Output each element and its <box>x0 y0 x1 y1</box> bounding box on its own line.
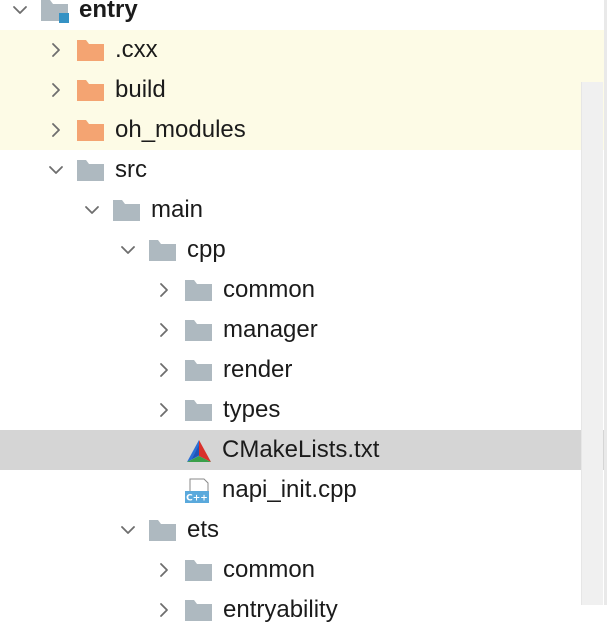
tree-row-label: common <box>223 556 316 583</box>
tree-row-label: src <box>115 156 147 183</box>
chevron-down-icon[interactable] <box>120 242 136 258</box>
tree-row-oh-modules[interactable]: oh_modules <box>0 110 607 150</box>
tree-row-label: entry <box>79 0 138 23</box>
folder-icon <box>148 239 178 263</box>
tree-row-src[interactable]: src <box>0 150 607 190</box>
tree-row-entry[interactable]: entry <box>0 0 607 30</box>
chevron-down-icon[interactable] <box>12 2 28 18</box>
chevron-right-icon[interactable] <box>156 562 172 578</box>
folder-icon <box>184 599 214 623</box>
chevron-right-icon[interactable] <box>48 42 64 58</box>
vertical-scrollbar[interactable] <box>581 82 603 605</box>
tree-row-label: .cxx <box>115 36 158 63</box>
tree-row-label: render <box>223 356 293 383</box>
excluded-folder-icon <box>76 79 106 103</box>
chevron-right-icon[interactable] <box>48 122 64 138</box>
tree-row-ets[interactable]: ets <box>0 510 607 550</box>
svg-text:C++: C++ <box>186 494 208 504</box>
tree-row-render[interactable]: render <box>0 350 607 390</box>
folder-icon <box>184 359 214 383</box>
folder-icon <box>184 399 214 423</box>
chevron-right-icon[interactable] <box>48 82 64 98</box>
tree-row-label: types <box>223 396 281 423</box>
tree-row-label: common <box>223 276 316 303</box>
chevron-right-icon[interactable] <box>156 282 172 298</box>
chevron-down-icon[interactable] <box>84 202 100 218</box>
excluded-folder-icon <box>76 119 106 143</box>
tree-row-label: ets <box>187 516 220 543</box>
tree-row-common[interactable]: common <box>0 270 607 310</box>
folder-icon <box>112 199 142 223</box>
tree-row-label: build <box>115 76 166 103</box>
folder-icon <box>184 279 214 303</box>
folder-icon <box>76 159 106 183</box>
tree-row-manager[interactable]: manager <box>0 310 607 350</box>
chevron-down-icon[interactable] <box>48 162 64 178</box>
tree-row-label: CMakeLists.txt <box>222 436 380 463</box>
tree-row-cpp[interactable]: cpp <box>0 230 607 270</box>
tree-row-label: entryability <box>223 596 338 623</box>
folder-icon <box>184 559 214 583</box>
tree-row-common[interactable]: common <box>0 550 607 590</box>
chevron-right-icon[interactable] <box>156 322 172 338</box>
tree-row-cmakelists-txt[interactable]: CMakeLists.txt <box>0 430 607 470</box>
panel-right-border <box>604 0 607 605</box>
cmake-icon <box>184 439 214 463</box>
tree-row-entryability[interactable]: entryability <box>0 590 607 630</box>
tree-row-main[interactable]: main <box>0 190 607 230</box>
tree-row-label: cpp <box>187 236 226 263</box>
chevron-right-icon[interactable] <box>156 402 172 418</box>
tree-row-label: napi_init.cpp <box>222 476 357 503</box>
tree-row-label: oh_modules <box>115 116 246 143</box>
tree-row-cxx[interactable]: .cxx <box>0 30 607 70</box>
excluded-folder-icon <box>76 39 106 63</box>
module-folder-icon <box>40 0 70 23</box>
chevron-right-icon[interactable] <box>156 602 172 618</box>
tree-row-napi-init-cpp[interactable]: C++ napi_init.cpp <box>0 470 607 510</box>
cpp-file-icon: C++ <box>184 478 214 504</box>
folder-icon <box>184 319 214 343</box>
tree-row-label: main <box>151 196 204 223</box>
chevron-right-icon[interactable] <box>156 362 172 378</box>
tree-row-types[interactable]: types <box>0 390 607 430</box>
chevron-down-icon[interactable] <box>120 522 136 538</box>
folder-icon <box>148 519 178 543</box>
tree-row-build[interactable]: build <box>0 70 607 110</box>
tree-row-label: manager <box>223 316 318 343</box>
